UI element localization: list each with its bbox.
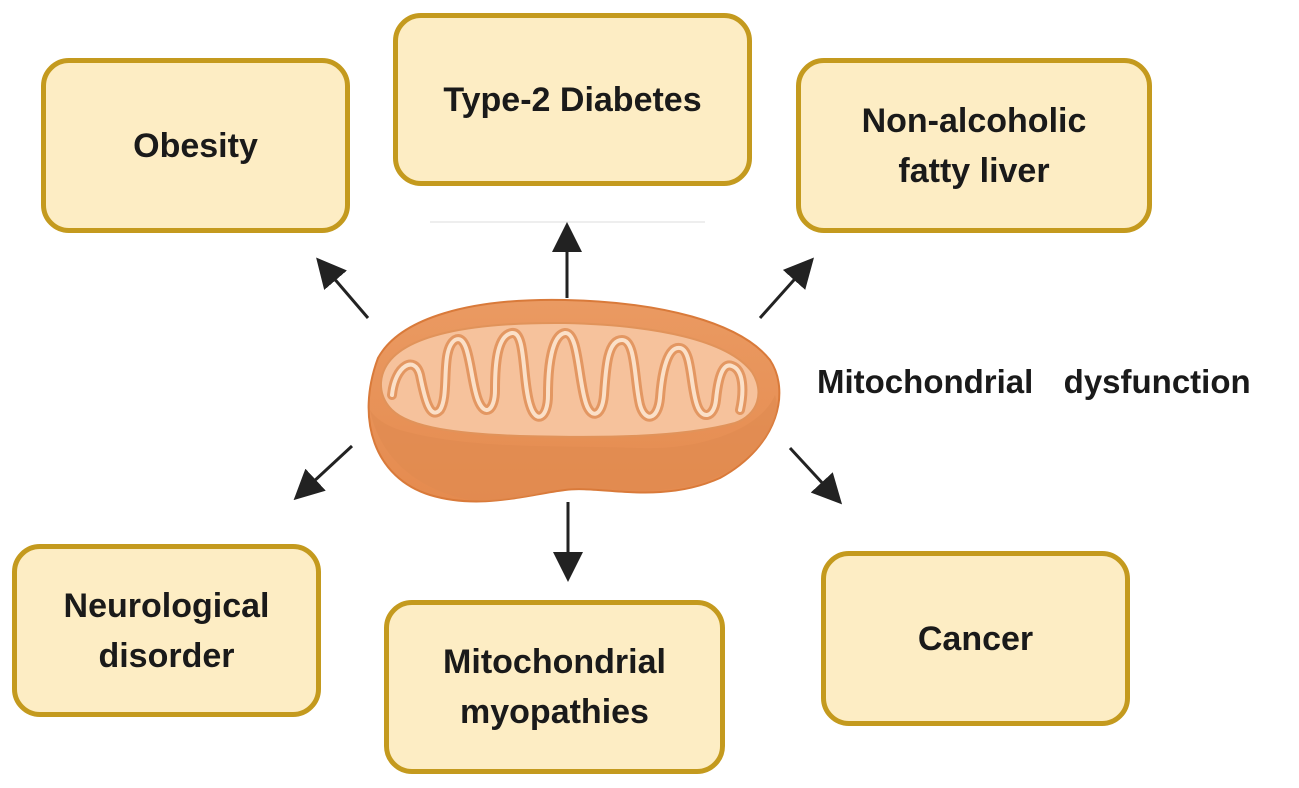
box-label-cancer: Cancer (917, 619, 1034, 658)
box-neurological-disorder: Neurological disorder (12, 544, 321, 717)
arrow-to-cancer (788, 446, 843, 505)
box-obesity: Obesity (41, 58, 350, 233)
arrow-to-nafld (758, 257, 814, 319)
arrows (293, 222, 843, 582)
box-label-neurological-disorder: Neurological disorder (63, 586, 270, 675)
box-cancer: Cancer (821, 551, 1130, 726)
box-nafld: Non-alcoholic fatty liver (796, 58, 1152, 233)
mitochondrion-icon (367, 298, 781, 503)
box-label-obesity: Obesity (133, 126, 258, 165)
box-type2-diabetes: Type-2 Diabetes (393, 13, 752, 186)
box-label-type2-diabetes: Type-2 Diabetes (443, 80, 702, 119)
box-label-nafld: Non-alcoholic fatty liver (861, 101, 1087, 190)
box-label-mitochondrial-myopathies: Mitochondrial myopathies (443, 643, 666, 731)
box-mitochondrial-myopathies: Mitochondrial myopathies (384, 600, 725, 774)
center-label-mitochondrial-dysfunction: Mitochondrial dysfunction (817, 363, 1251, 400)
arrow-to-neurological (293, 444, 354, 501)
arrow-to-obesity (316, 257, 370, 319)
